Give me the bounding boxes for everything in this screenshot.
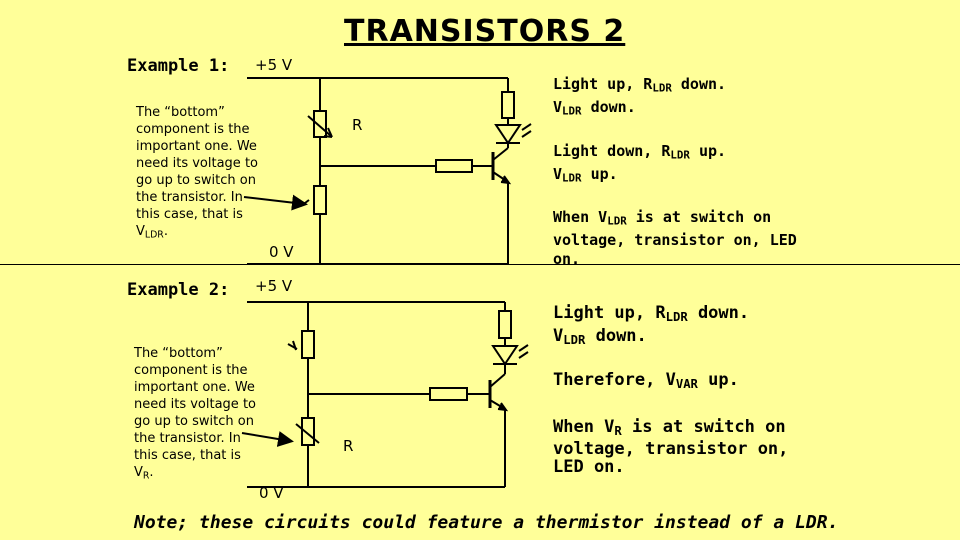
example2-label: Example 2: bbox=[127, 280, 230, 300]
example1-led bbox=[494, 123, 532, 145]
example1-transistor bbox=[491, 147, 512, 185]
example1-variable-resistor bbox=[307, 110, 333, 138]
example2-base-resistor bbox=[429, 387, 468, 401]
example2-resistor-label: R bbox=[343, 437, 354, 455]
page-title: TRANSISTORS 2 bbox=[344, 14, 626, 49]
example2-note-2: Therefore, VVAR up. bbox=[553, 370, 739, 392]
section-divider bbox=[0, 264, 960, 265]
example2-supply-label: +5 V bbox=[255, 277, 293, 295]
example2-led bbox=[491, 344, 529, 366]
example1-label: Example 1: bbox=[127, 56, 230, 76]
example1-circuit bbox=[247, 77, 509, 265]
example2-circuit bbox=[247, 301, 506, 488]
example2-transistor bbox=[488, 373, 509, 412]
example1-explanation: The “bottom” component is the important … bbox=[136, 105, 258, 241]
footer-note: Note; these circuits could feature a the… bbox=[134, 512, 839, 533]
example2-variable-resistor bbox=[295, 417, 320, 446]
example1-supply-label: +5 V bbox=[255, 56, 293, 74]
example1-light-arrow bbox=[300, 199, 310, 207]
example2-note-1: Light up, RLDR down. VLDR down. bbox=[553, 303, 750, 348]
example2-note-3: When VR is at switch on voltage, transis… bbox=[553, 417, 789, 478]
example1-note-1: Light up, RLDR down. VLDR down. bbox=[553, 75, 727, 118]
example1-ground-label: 0 V bbox=[269, 243, 294, 261]
example1-base-resistor bbox=[435, 159, 473, 173]
example1-note-3: When VLDR is at switch on voltage, trans… bbox=[553, 208, 797, 268]
example2-led-resistor bbox=[498, 310, 512, 339]
example1-note-2: Light down, RLDR up. VLDR up. bbox=[553, 142, 727, 185]
example1-ldr bbox=[313, 185, 327, 215]
example2-ground-label: 0 V bbox=[259, 484, 284, 502]
example1-led-resistor bbox=[501, 91, 515, 119]
example2-explanation: The “bottom” component is the important … bbox=[134, 346, 256, 482]
example1-resistor-label: R bbox=[352, 116, 363, 134]
example2-ldr bbox=[287, 330, 315, 359]
